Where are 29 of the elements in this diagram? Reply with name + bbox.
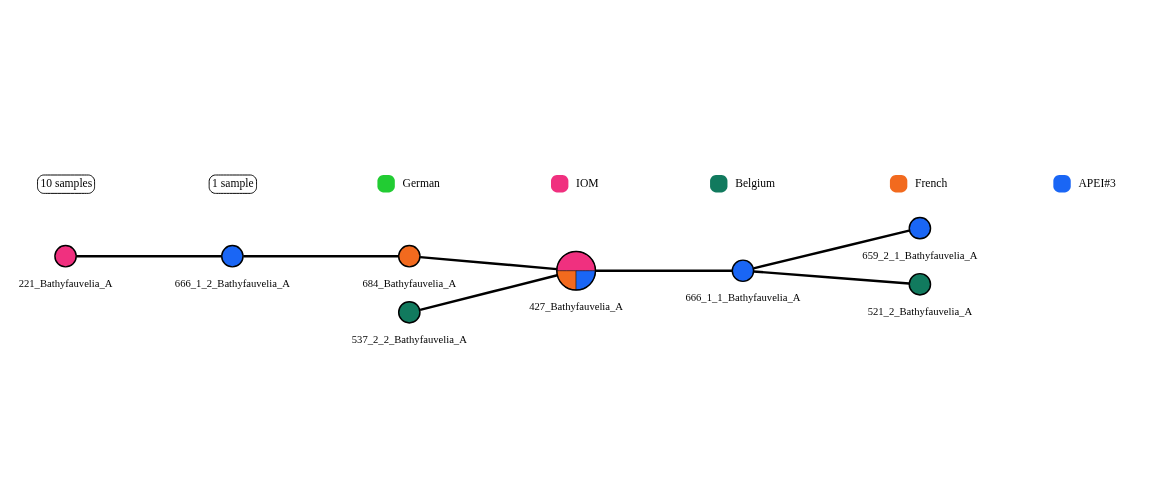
legend-label: French: [915, 176, 948, 190]
node-label: 427_Bathyfauvelia_A: [529, 301, 624, 313]
legend-label: German: [402, 176, 440, 190]
node-circle: [908, 272, 932, 296]
connector: [419, 274, 558, 312]
node-circle: [908, 216, 932, 240]
node-label: 684_Bathyfauvelia_A: [362, 277, 457, 289]
legend-label: Belgium: [735, 176, 776, 190]
connector: [753, 229, 910, 270]
node-label: 221_Bathyfauvelia_A: [18, 277, 113, 289]
node-label: 666_1_2_Bathyfauvelia_A: [174, 277, 290, 289]
node-label: 521_2_Bathyfauvelia_A: [867, 306, 973, 318]
connector: [76, 255, 222, 258]
node-circle: [731, 259, 755, 283]
legend-label: APEI#3: [1078, 176, 1116, 190]
node-circle: [54, 244, 77, 268]
connector: [243, 255, 399, 258]
connector: [420, 255, 557, 271]
node-label: 659_2_1_Bathyfauvelia_A: [862, 249, 978, 261]
node-label: 666_1_1_Bathyfauvelia_A: [685, 292, 801, 304]
node-label: 537_2_2_Bathyfauvelia_A: [351, 334, 467, 346]
node-circle: [397, 300, 421, 324]
connector: [595, 269, 733, 272]
connector: [753, 270, 910, 285]
legend-label: 10 samples: [40, 177, 93, 191]
node-circle: [221, 244, 244, 268]
node-circle: [397, 244, 421, 268]
legend-label: 1 sample: [212, 177, 254, 191]
legend-label: IOM: [576, 176, 599, 190]
